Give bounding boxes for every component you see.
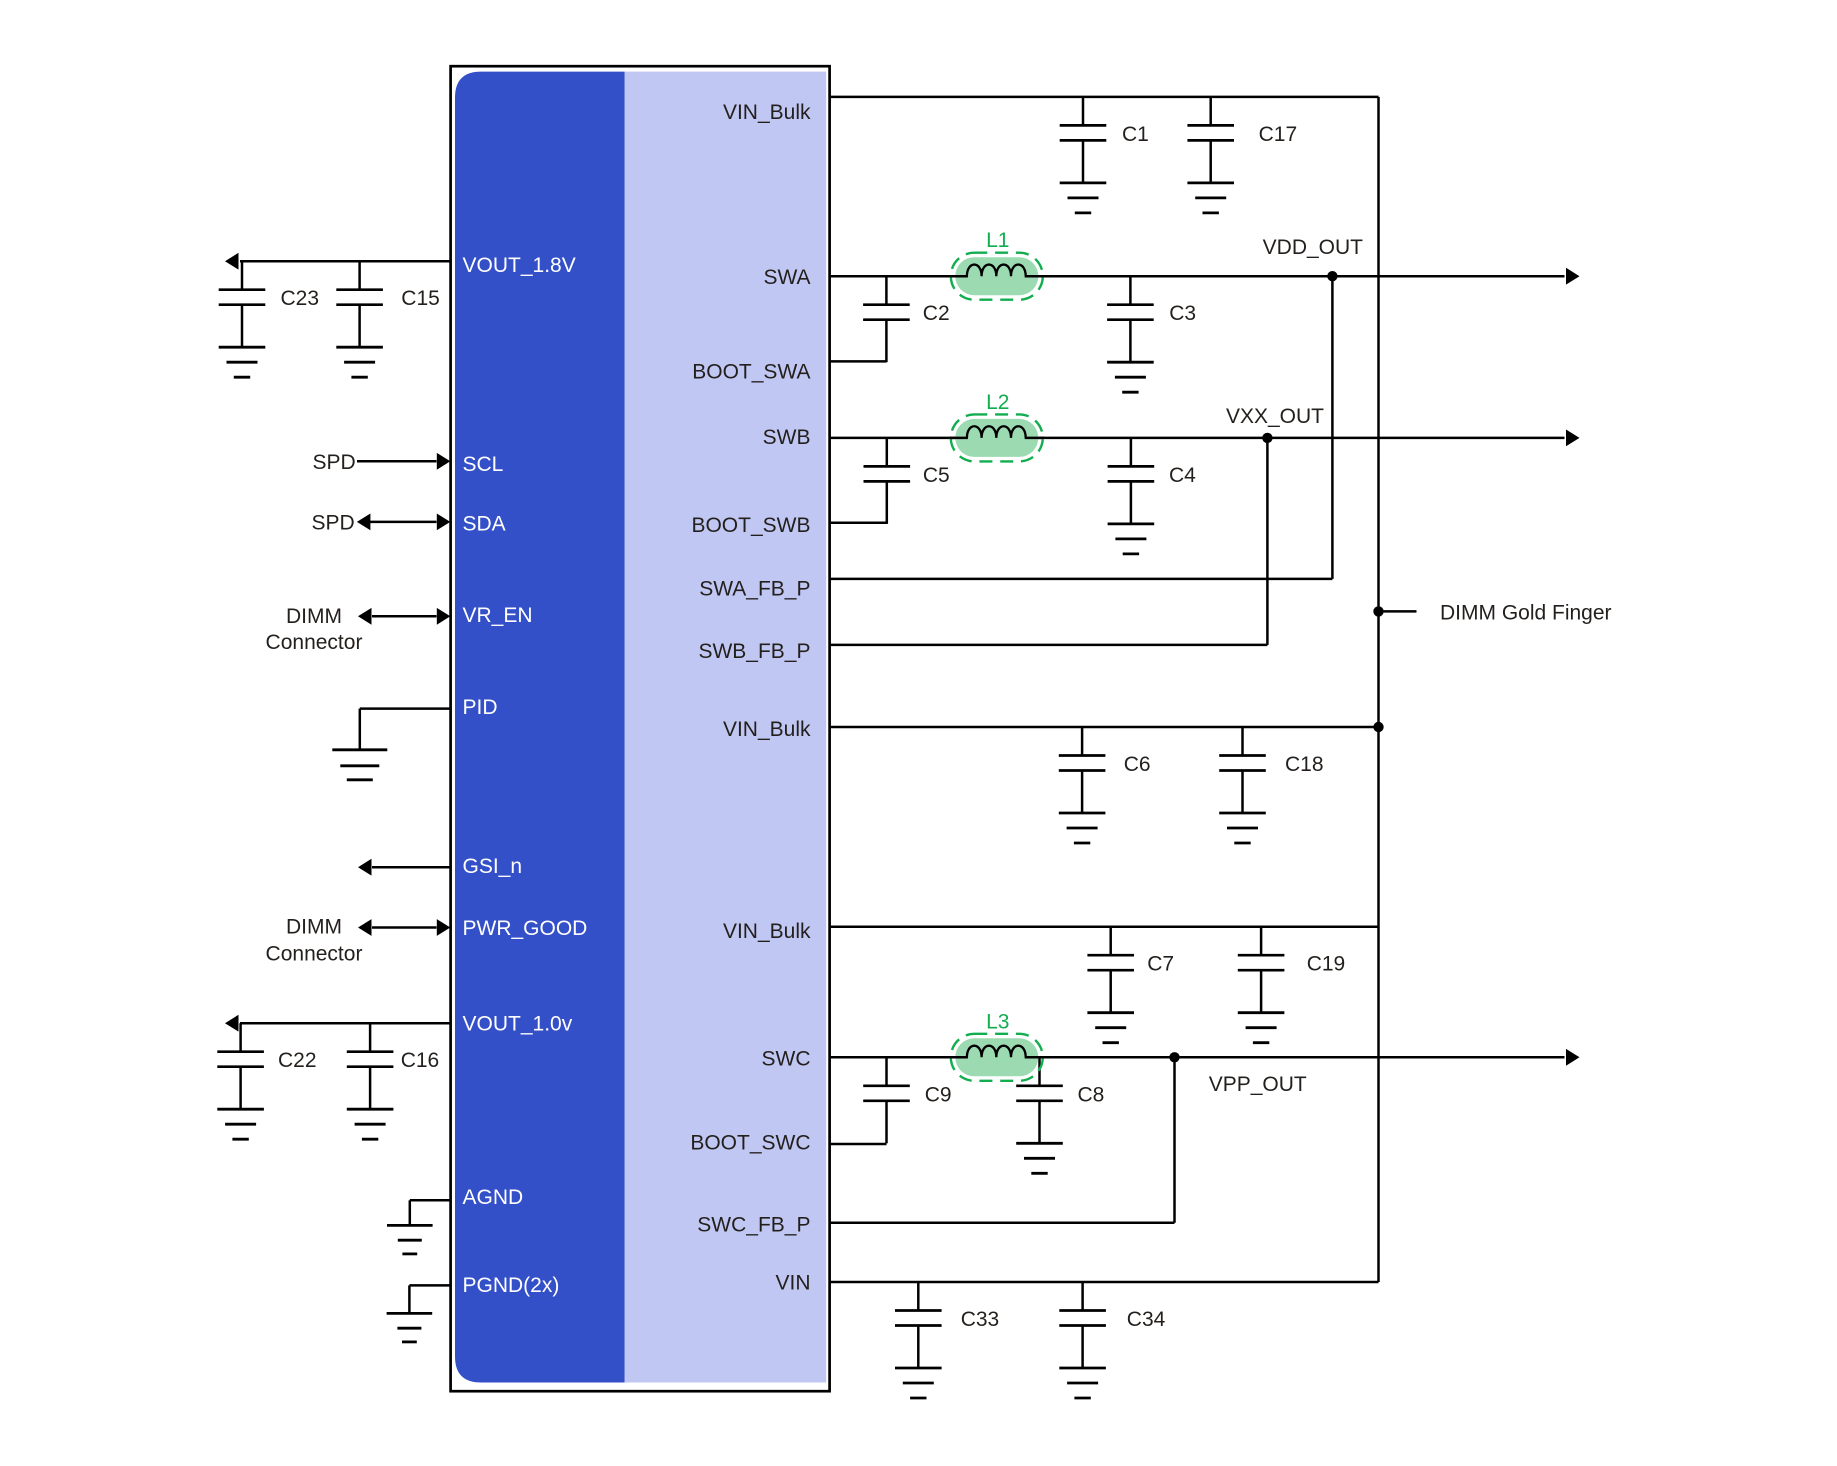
- svg-text:C16: C16: [401, 1049, 440, 1072]
- svg-text:C2: C2: [923, 302, 950, 325]
- svg-text:SWB: SWB: [763, 426, 811, 449]
- svg-text:C9: C9: [925, 1083, 952, 1106]
- svg-text:SWC: SWC: [762, 1047, 811, 1070]
- svg-text:C18: C18: [1285, 753, 1324, 776]
- svg-text:L3: L3: [986, 1010, 1009, 1033]
- svg-text:VR_EN: VR_EN: [463, 604, 533, 627]
- svg-text:VIN_Bulk: VIN_Bulk: [723, 718, 811, 741]
- svg-text:L2: L2: [986, 391, 1009, 414]
- svg-text:AGND: AGND: [463, 1186, 524, 1209]
- svg-text:PWR_GOOD: PWR_GOOD: [463, 917, 588, 940]
- svg-text:C19: C19: [1307, 953, 1346, 976]
- svg-text:C3: C3: [1169, 302, 1196, 325]
- svg-text:VOUT_1.8V: VOUT_1.8V: [463, 254, 576, 277]
- svg-text:C4: C4: [1169, 464, 1196, 487]
- svg-text:C15: C15: [401, 287, 440, 310]
- svg-text:C33: C33: [961, 1308, 1000, 1331]
- svg-text:SWA_FB_P: SWA_FB_P: [699, 577, 810, 600]
- svg-text:C17: C17: [1259, 123, 1298, 146]
- svg-text:SPD: SPD: [312, 511, 355, 534]
- svg-text:Connector: Connector: [266, 631, 363, 654]
- svg-text:SDA: SDA: [463, 513, 506, 536]
- svg-text:C5: C5: [923, 464, 950, 487]
- svg-text:L1: L1: [986, 229, 1009, 252]
- svg-text:SWB_FB_P: SWB_FB_P: [698, 640, 810, 663]
- svg-text:SCL: SCL: [463, 453, 504, 476]
- svg-text:VPP_OUT: VPP_OUT: [1209, 1073, 1307, 1096]
- svg-text:VOUT_1.0v: VOUT_1.0v: [463, 1012, 573, 1035]
- svg-text:PID: PID: [463, 696, 498, 719]
- svg-text:BOOT_SWA: BOOT_SWA: [692, 361, 810, 384]
- svg-text:VXX_OUT: VXX_OUT: [1226, 405, 1324, 428]
- svg-text:C6: C6: [1124, 753, 1151, 776]
- svg-text:BOOT_SWC: BOOT_SWC: [690, 1132, 810, 1155]
- svg-text:DIMM: DIMM: [286, 605, 342, 628]
- svg-text:VDD_OUT: VDD_OUT: [1263, 236, 1364, 259]
- svg-text:DIMM Gold Finger: DIMM Gold Finger: [1440, 602, 1612, 625]
- svg-text:SWC_FB_P: SWC_FB_P: [697, 1214, 810, 1237]
- svg-text:VIN_Bulk: VIN_Bulk: [723, 101, 811, 124]
- svg-text:C22: C22: [278, 1049, 317, 1072]
- svg-text:C23: C23: [281, 287, 320, 310]
- svg-text:BOOT_SWB: BOOT_SWB: [691, 514, 810, 537]
- svg-text:VIN: VIN: [775, 1271, 810, 1294]
- svg-text:C1: C1: [1122, 123, 1149, 146]
- svg-text:PGND(2x): PGND(2x): [463, 1274, 560, 1297]
- svg-text:C34: C34: [1127, 1308, 1166, 1331]
- svg-text:C8: C8: [1078, 1083, 1105, 1106]
- svg-text:GSI_n: GSI_n: [463, 855, 523, 878]
- svg-text:Connector: Connector: [266, 943, 363, 966]
- svg-text:C7: C7: [1147, 953, 1174, 976]
- svg-text:VIN_Bulk: VIN_Bulk: [723, 920, 811, 943]
- svg-text:DIMM: DIMM: [286, 916, 342, 939]
- svg-text:SPD: SPD: [313, 451, 356, 474]
- svg-text:SWA: SWA: [763, 266, 810, 289]
